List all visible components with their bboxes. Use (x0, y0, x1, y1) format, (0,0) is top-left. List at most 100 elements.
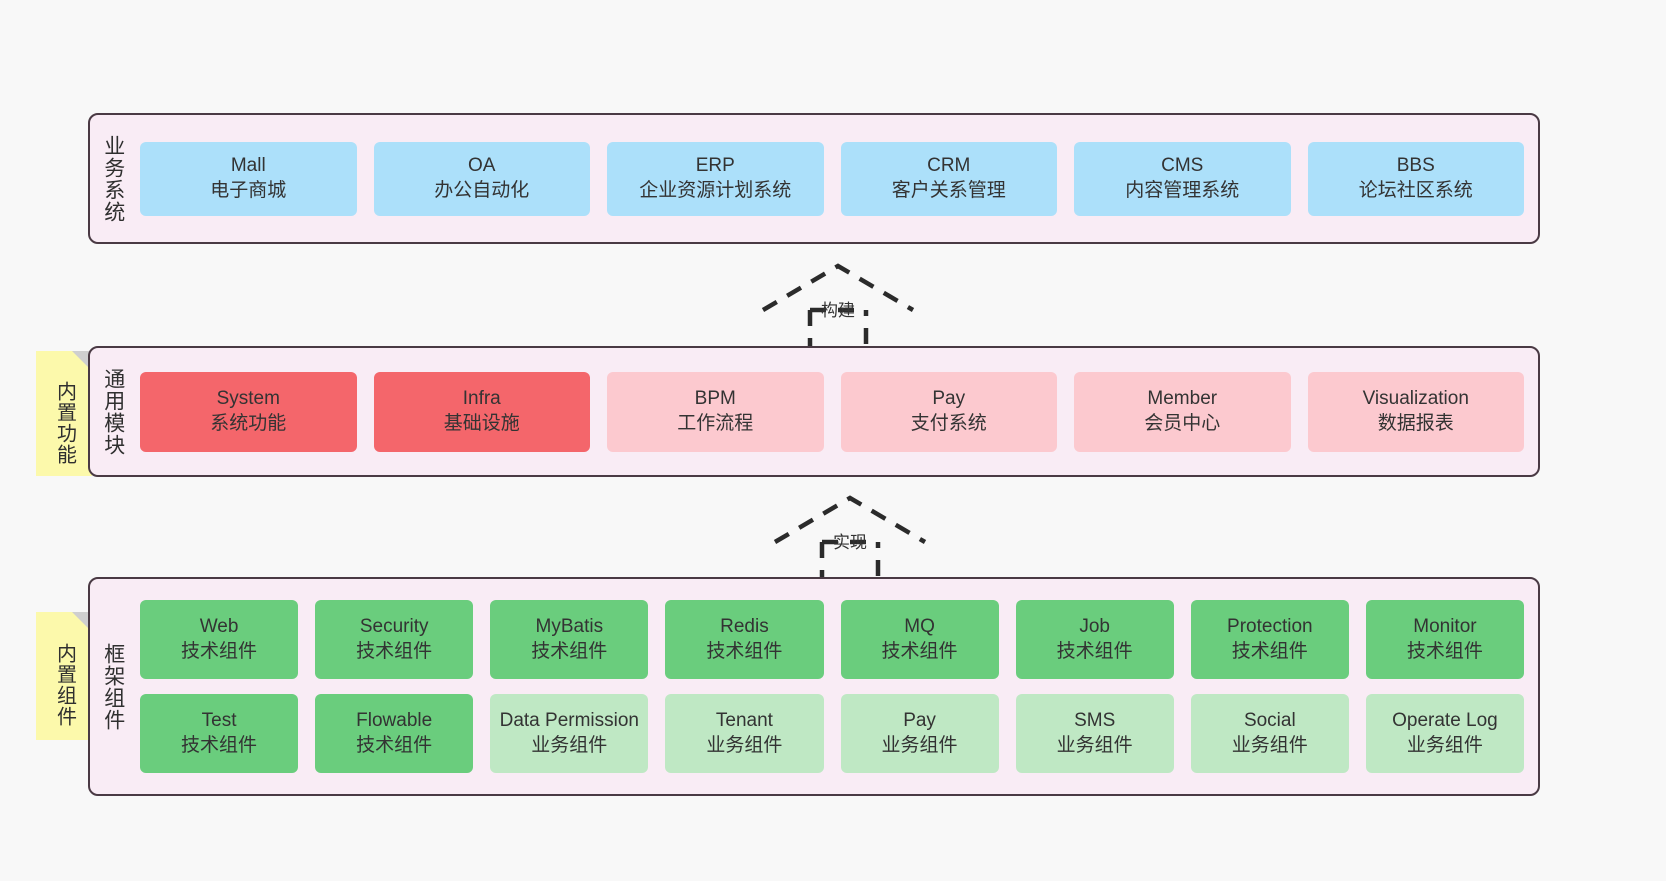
card-mybatis[interactable]: MyBatis 技术组件 (490, 600, 649, 679)
card-infra[interactable]: Infra 基础设施 (373, 371, 590, 452)
card-subtitle: 工作流程 (677, 412, 754, 434)
card-subtitle: 业务组件 (1056, 734, 1133, 756)
card-subtitle: 技术组件 (1406, 640, 1483, 662)
card-title: Operate Log (1392, 710, 1498, 732)
card-data-permission[interactable]: Data Permission 业务组件 (490, 694, 649, 773)
card-title: Infra (462, 388, 501, 410)
card-title: Monitor (1413, 616, 1477, 638)
card-title: Protection (1227, 616, 1313, 638)
card-subtitle: 技术组件 (181, 734, 258, 756)
card-mq[interactable]: MQ 技术组件 (840, 600, 999, 679)
card-subtitle: 技术组件 (181, 640, 258, 662)
card-title: Test (201, 710, 237, 732)
card-title: System (216, 388, 280, 410)
card-title: Job (1079, 616, 1110, 638)
card-subtitle: 业务组件 (531, 734, 608, 756)
card-social[interactable]: Social 业务组件 (1190, 694, 1349, 773)
layer-label-business: 业务系统 (101, 134, 125, 223)
card-member[interactable]: Member 会员中心 (1074, 371, 1291, 452)
card-subtitle: 论坛社区系统 (1358, 179, 1473, 201)
card-cms[interactable]: CMS 内容管理系统 (1074, 141, 1291, 216)
card-subtitle: 内容管理系统 (1125, 179, 1240, 201)
card-subtitle: 电子商城 (210, 179, 287, 201)
card-subtitle: 会员中心 (1144, 412, 1221, 434)
card-title: Data Permission (499, 710, 639, 732)
card-title: BPM (694, 388, 736, 410)
card-test[interactable]: Test 技术组件 (140, 694, 299, 773)
card-title: Redis (720, 616, 769, 638)
card-title: Pay (932, 388, 966, 410)
card-title: Pay (903, 710, 936, 732)
card-subtitle: 业务组件 (881, 734, 958, 756)
card-row: Test 技术组件 Flowable 技术组件 Data Permission … (140, 694, 1524, 773)
layer-label-common: 通用模块 (101, 367, 125, 456)
card-title: Tenant (715, 710, 773, 732)
card-title: SMS (1074, 710, 1116, 732)
card-title: Social (1243, 710, 1296, 732)
card-subtitle: 技术组件 (356, 640, 433, 662)
layer-framework-cards: Web 技术组件 Security 技术组件 MyBatis 技术组件 Redi… (136, 579, 1538, 794)
card-crm[interactable]: CRM 客户关系管理 (840, 141, 1057, 216)
card-title: BBS (1396, 155, 1435, 177)
card-title: Member (1147, 388, 1218, 410)
card-mall[interactable]: Mall 电子商城 (140, 141, 357, 216)
card-subtitle: 企业资源计划系统 (639, 179, 792, 201)
note-builtin-features: 内置功能 (36, 351, 92, 476)
layer-business-systems: 业务系统 Mall 电子商城 OA 办公自动化 ERP 企业资源计划系统 CRM… (88, 113, 1540, 244)
card-title: OA (468, 155, 496, 177)
card-oa[interactable]: OA 办公自动化 (373, 141, 590, 216)
layer-label-framework: 框架组件 (101, 642, 125, 731)
card-subtitle: 办公自动化 (434, 179, 530, 201)
card-bpm[interactable]: BPM 工作流程 (607, 371, 824, 452)
card-tenant[interactable]: Tenant 业务组件 (665, 694, 824, 773)
card-row: Mall 电子商城 OA 办公自动化 ERP 企业资源计划系统 CRM 客户关系… (140, 141, 1524, 216)
card-subtitle: 支付系统 (910, 412, 987, 434)
card-erp[interactable]: ERP 企业资源计划系统 (607, 141, 824, 216)
card-flowable[interactable]: Flowable 技术组件 (315, 694, 474, 773)
card-title: Security (359, 616, 429, 638)
note-label: 内置组件 (53, 643, 76, 727)
card-protection[interactable]: Protection 技术组件 (1190, 600, 1349, 679)
card-subtitle: 基础设施 (443, 412, 520, 434)
card-title: Web (199, 616, 239, 638)
card-title: MyBatis (535, 616, 604, 638)
card-web[interactable]: Web 技术组件 (140, 600, 299, 679)
card-security[interactable]: Security 技术组件 (315, 600, 474, 679)
card-operate-log[interactable]: Operate Log 业务组件 (1365, 694, 1524, 773)
card-system[interactable]: System 系统功能 (140, 371, 357, 452)
arrow-implement: 实现 (770, 490, 930, 590)
card-bbs[interactable]: BBS 论坛社区系统 (1307, 141, 1524, 216)
card-title: MQ (904, 616, 935, 638)
card-subtitle: 技术组件 (1231, 640, 1308, 662)
card-title: Flowable (356, 710, 433, 732)
card-sms[interactable]: SMS 业务组件 (1015, 694, 1174, 773)
card-subtitle: 业务组件 (706, 734, 783, 756)
card-subtitle: 客户关系管理 (891, 179, 1006, 201)
layer-framework-components: 框架组件 Web 技术组件 Security 技术组件 MyBatis 技术组件… (88, 577, 1540, 796)
layer-common-modules: 通用模块 System 系统功能 Infra 基础设施 BPM 工作流程 Pay… (88, 346, 1540, 477)
card-monitor[interactable]: Monitor 技术组件 (1365, 600, 1524, 679)
layer-common-cards: System 系统功能 Infra 基础设施 BPM 工作流程 Pay 支付系统… (136, 348, 1538, 475)
card-subtitle: 技术组件 (706, 640, 783, 662)
card-visualization[interactable]: Visualization 数据报表 (1307, 371, 1524, 452)
note-label: 内置功能 (53, 380, 76, 465)
card-pay-module[interactable]: Pay 支付系统 (840, 371, 1057, 452)
card-subtitle: 业务组件 (1231, 734, 1308, 756)
card-title: ERP (695, 155, 735, 177)
note-builtin-components: 内置组件 (36, 612, 92, 740)
card-job[interactable]: Job 技术组件 (1015, 600, 1174, 679)
card-redis[interactable]: Redis 技术组件 (665, 600, 824, 679)
generalization-arrow-icon (761, 263, 915, 358)
card-row: Web 技术组件 Security 技术组件 MyBatis 技术组件 Redi… (140, 600, 1524, 679)
card-subtitle: 技术组件 (881, 640, 958, 662)
arrow-build: 构建 (758, 258, 918, 358)
card-subtitle: 技术组件 (356, 734, 433, 756)
card-title: CMS (1161, 155, 1204, 177)
card-pay-component[interactable]: Pay 业务组件 (840, 694, 999, 773)
card-title: Mall (230, 155, 266, 177)
card-title: Visualization (1362, 388, 1469, 410)
card-subtitle: 技术组件 (531, 640, 608, 662)
card-subtitle: 系统功能 (210, 412, 287, 434)
card-row: System 系统功能 Infra 基础设施 BPM 工作流程 Pay 支付系统… (140, 371, 1524, 452)
